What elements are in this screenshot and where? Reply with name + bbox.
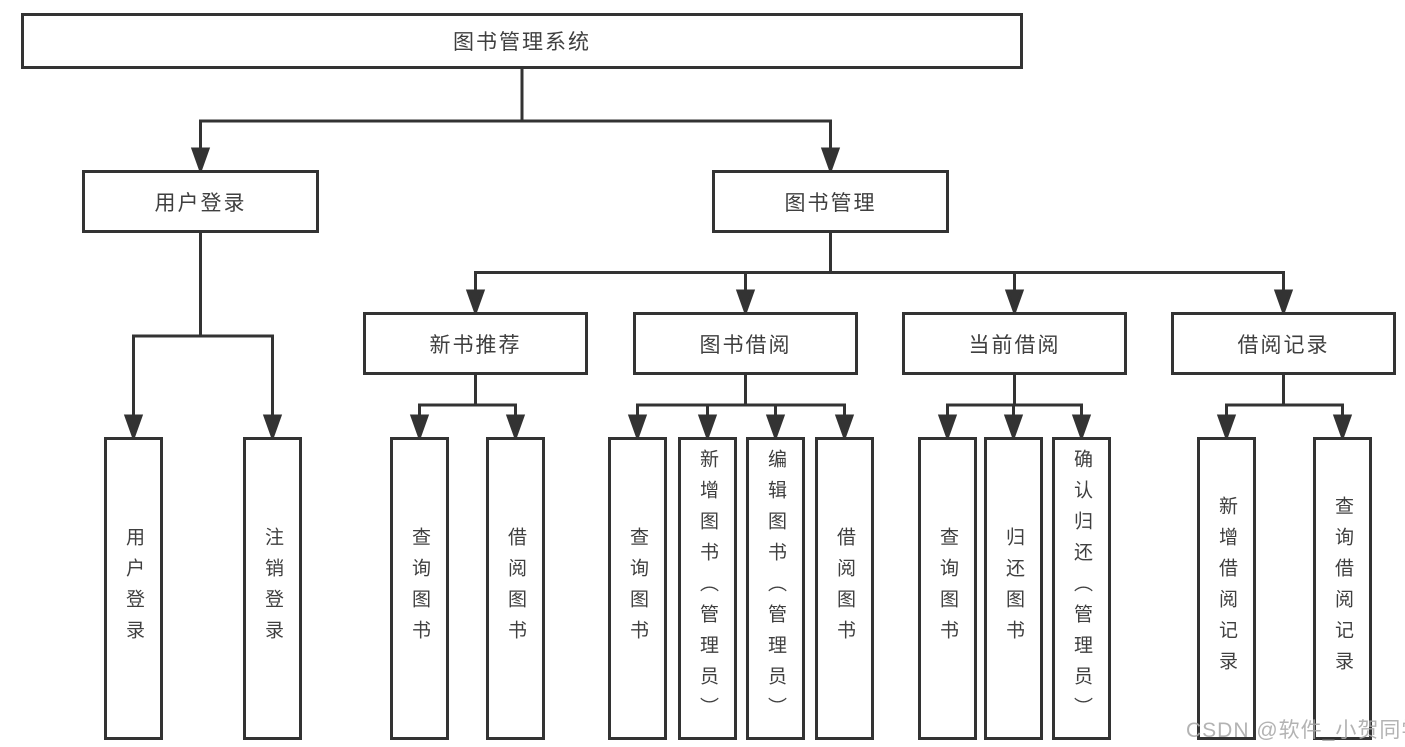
node-user-login: 用户登录 bbox=[82, 170, 319, 233]
csdn-watermark: CSDN @软件_小贺同学 bbox=[1186, 719, 1405, 742]
arrow-down-icon bbox=[765, 414, 786, 442]
arrow-down-icon bbox=[697, 414, 718, 442]
arrow-down-icon bbox=[1003, 414, 1024, 442]
node-records-query-record: 查询借阅记录 bbox=[1313, 437, 1372, 740]
node-new-book-recommend: 新书推荐 bbox=[363, 312, 588, 375]
node-book-borrow: 图书借阅 bbox=[633, 312, 858, 375]
node-rec-query-books-label: 查询图书 bbox=[409, 526, 430, 651]
connector-book-management-to-level3 bbox=[465, 233, 1294, 317]
node-borrow-records: 借阅记录 bbox=[1171, 312, 1396, 375]
node-borrow-add-books-label: 新增图书（管理员） bbox=[697, 449, 718, 728]
node-book-borrow-label: 图书借阅 bbox=[699, 333, 792, 357]
node-current-query-books-label: 查询图书 bbox=[937, 526, 958, 651]
node-records-add-record: 新增借阅记录 bbox=[1197, 437, 1256, 740]
node-logout: 注销登录 bbox=[243, 437, 302, 740]
node-borrow-edit-books-label: 编辑图书（管理员） bbox=[765, 449, 786, 728]
node-login-label: 用户登录 bbox=[123, 526, 144, 651]
connector-current-borrow-to-children bbox=[937, 375, 1092, 442]
connector-user-login-to-children bbox=[123, 233, 283, 442]
arrow-down-icon bbox=[465, 289, 486, 317]
node-current-confirm-return: 确认归还（管理员） bbox=[1052, 437, 1111, 740]
node-current-borrow-label: 当前借阅 bbox=[968, 333, 1061, 357]
arrow-down-icon bbox=[1273, 289, 1294, 317]
arrow-down-icon bbox=[1071, 414, 1092, 442]
node-records-query-record-label: 查询借阅记录 bbox=[1332, 495, 1353, 682]
arrow-down-icon bbox=[262, 414, 283, 442]
arrow-down-icon bbox=[505, 414, 526, 442]
node-login: 用户登录 bbox=[104, 437, 163, 740]
node-current-return-books-label: 归还图书 bbox=[1003, 526, 1024, 651]
arrow-down-icon bbox=[627, 414, 648, 442]
arrow-down-icon bbox=[735, 289, 756, 317]
node-root-label: 图书管理系统 bbox=[453, 31, 591, 54]
node-current-return-books: 归还图书 bbox=[984, 437, 1043, 740]
node-borrow-edit-books: 编辑图书（管理员） bbox=[746, 437, 805, 740]
node-borrow-records-label: 借阅记录 bbox=[1237, 333, 1330, 357]
node-rec-borrow-books: 借阅图书 bbox=[486, 437, 545, 740]
node-user-login-label: 用户登录 bbox=[154, 191, 247, 215]
arrow-down-icon bbox=[409, 414, 430, 442]
connector-root-to-level2 bbox=[190, 69, 841, 175]
connector-borrow-records-to-children bbox=[1216, 375, 1353, 442]
node-current-borrow: 当前借阅 bbox=[902, 312, 1127, 375]
node-book-management-label: 图书管理 bbox=[784, 191, 877, 215]
arrow-down-icon bbox=[190, 147, 211, 175]
arrow-down-icon bbox=[834, 414, 855, 442]
node-borrow-query-books-label: 查询图书 bbox=[627, 526, 648, 651]
node-rec-borrow-books-label: 借阅图书 bbox=[505, 526, 526, 651]
node-borrow-borrow-books-label: 借阅图书 bbox=[834, 526, 855, 651]
arrow-down-icon bbox=[937, 414, 958, 442]
arrow-down-icon bbox=[1216, 414, 1237, 442]
node-logout-label: 注销登录 bbox=[262, 526, 283, 651]
connector-book-borrow-to-children bbox=[627, 375, 855, 442]
arrow-down-icon bbox=[1004, 289, 1025, 317]
arrow-down-icon bbox=[1332, 414, 1353, 442]
node-rec-query-books: 查询图书 bbox=[390, 437, 449, 740]
node-records-add-record-label: 新增借阅记录 bbox=[1216, 495, 1237, 682]
arrow-down-icon bbox=[123, 414, 144, 442]
node-borrow-add-books: 新增图书（管理员） bbox=[678, 437, 737, 740]
node-borrow-borrow-books: 借阅图书 bbox=[815, 437, 874, 740]
node-book-management: 图书管理 bbox=[712, 170, 949, 233]
node-borrow-query-books: 查询图书 bbox=[608, 437, 667, 740]
arrow-down-icon bbox=[820, 147, 841, 175]
connector-new-book-recommend-to-children bbox=[409, 375, 526, 442]
node-root: 图书管理系统 bbox=[21, 13, 1023, 69]
node-current-confirm-return-label: 确认归还（管理员） bbox=[1071, 449, 1092, 728]
node-current-query-books: 查询图书 bbox=[918, 437, 977, 740]
node-new-book-recommend-label: 新书推荐 bbox=[429, 333, 522, 357]
